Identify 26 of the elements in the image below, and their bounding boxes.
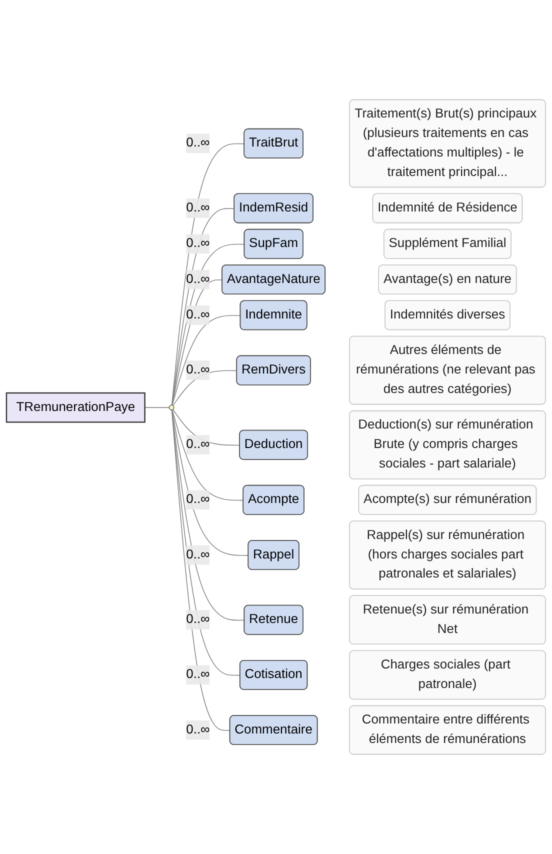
connector [172, 410, 249, 556]
edge-label: 0..∞ [186, 668, 210, 682]
connector [172, 409, 240, 446]
connector [171, 410, 245, 621]
edge-label: 0..∞ [186, 200, 210, 215]
connector [172, 315, 242, 406]
node-box: TRemunerationPaye [6, 392, 146, 423]
connector [172, 409, 244, 501]
connector [171, 208, 235, 406]
connector [172, 244, 245, 406]
edge-label: 0..∞ [186, 272, 210, 286]
connector [171, 143, 245, 406]
edge-label: 0..∞ [186, 722, 210, 737]
edge-label: 0..∞ [186, 492, 210, 506]
edge-label: 0..∞ [186, 438, 210, 452]
edge-label: 0..∞ [186, 548, 210, 562]
connector [171, 410, 241, 676]
edge-label: 0..∞ [186, 362, 210, 377]
node-circle [168, 404, 174, 410]
connector [172, 370, 238, 406]
edge-label: 0..∞ [186, 612, 210, 626]
edge-label: 0..∞ [186, 136, 210, 150]
connector [144, 407, 170, 408]
edge-label: 0..∞ [186, 236, 210, 250]
edge-label: 0..∞ [186, 308, 210, 322]
connector [171, 410, 231, 731]
